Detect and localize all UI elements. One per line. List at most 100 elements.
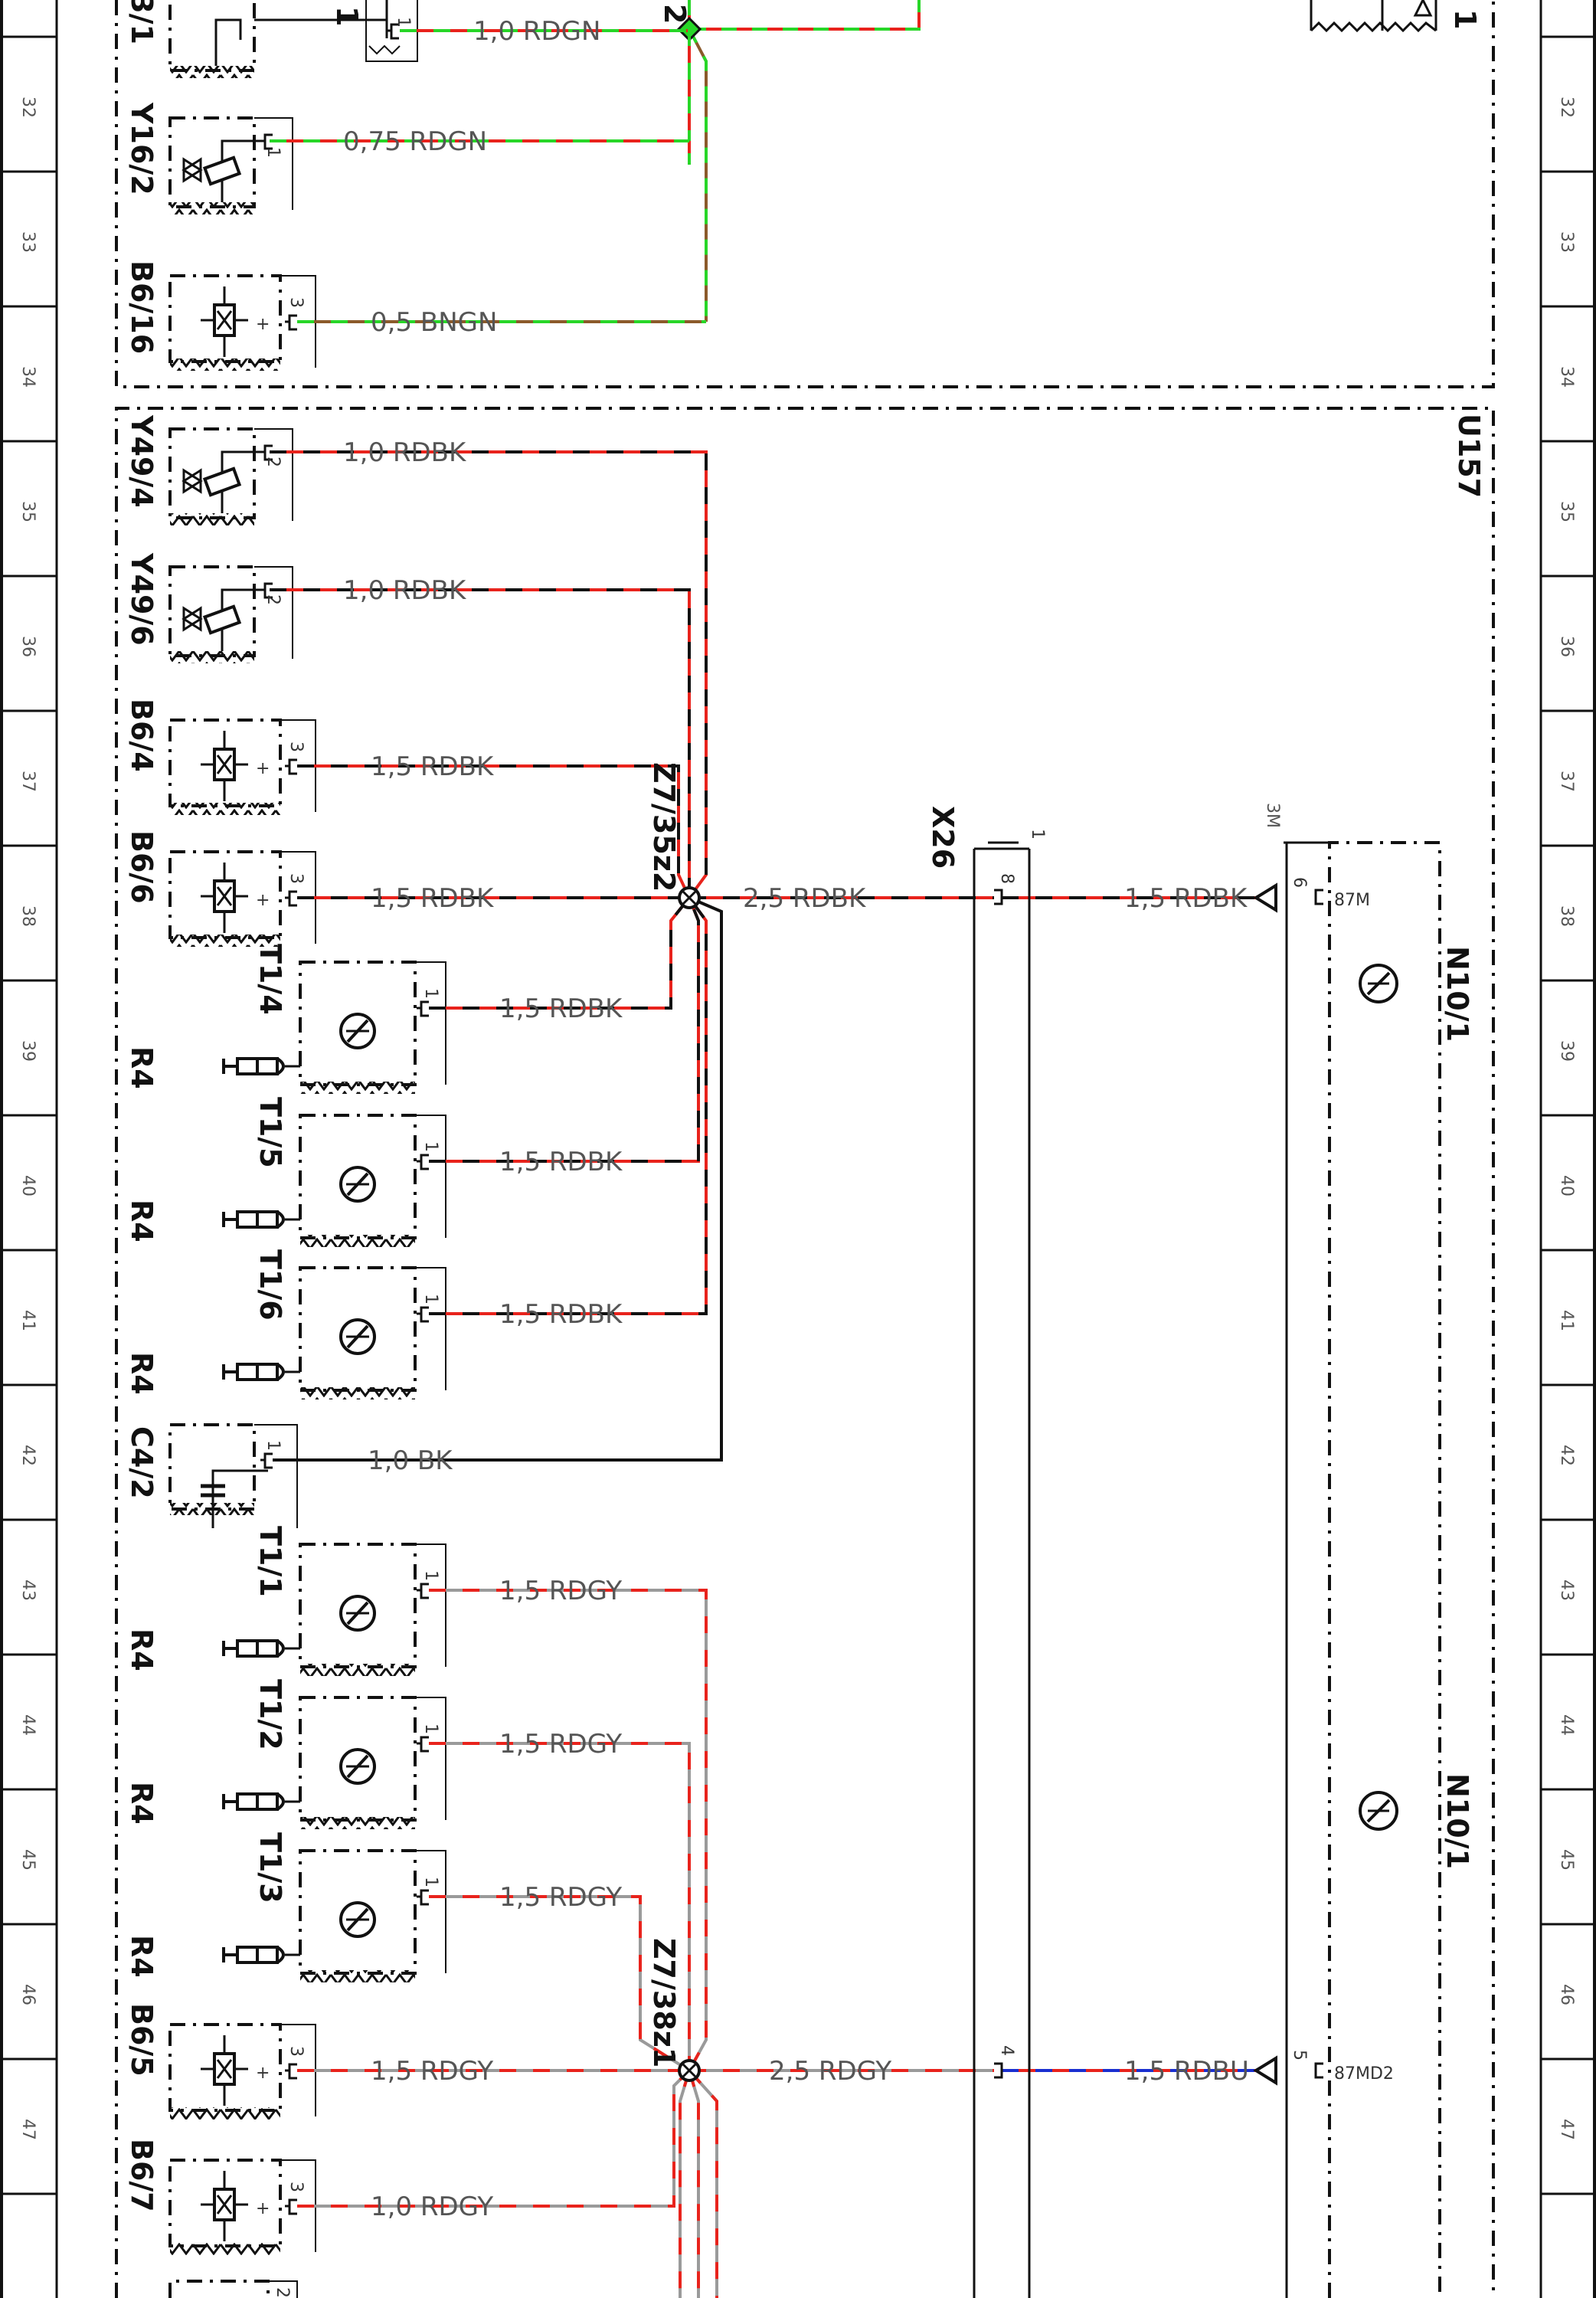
pin-number: 1: [263, 1440, 283, 1451]
transistor-icon: [339, 1318, 376, 1355]
svg-text:+: +: [256, 891, 270, 910]
wire: [297, 2069, 691, 2208]
ground-zigzag: [170, 935, 280, 947]
wire: [429, 1895, 691, 2072]
terminal-frame: [415, 1850, 446, 1973]
pin-terminal: [420, 1583, 429, 1599]
terminal-frame: [415, 1115, 446, 1238]
wire-label: 2,5 RDGY: [769, 2056, 891, 2087]
terminal-frame: [280, 2024, 316, 2116]
component-housing: [299, 961, 417, 1086]
terminal-frame: [280, 719, 316, 812]
ground-zigzag: [170, 2243, 280, 2255]
grid-row-number: 43: [18, 1579, 38, 1601]
relay-pin-a: 6: [1290, 877, 1309, 888]
terminal-frame: [254, 428, 293, 521]
relay-label-b: N10/1: [1441, 1773, 1474, 1869]
component-b6-4: + B6/4 3: [125, 699, 316, 815]
component-id: B6/5: [125, 2003, 159, 2077]
splice-label: Z7/38z1: [647, 1938, 681, 2067]
wire-label: 1,5 RDGY: [499, 1882, 622, 1913]
wire-label: 1,5 RDBK: [499, 994, 623, 1024]
terminal-frame: [254, 566, 293, 659]
grid-row-number: 39: [1557, 1040, 1576, 1062]
terminal-frame: [415, 961, 446, 1085]
grid-row-number: 42: [1557, 1445, 1576, 1466]
splice-node: Z7/35z2: [647, 762, 701, 909]
component-id: T1/4: [253, 944, 287, 1015]
grid-row-number: 39: [18, 1040, 38, 1062]
component-id: B6/4: [125, 699, 159, 772]
ground-zigzag: [300, 1082, 415, 1094]
plug-label: R4: [125, 1046, 159, 1089]
grid-strip-right: 3132333435363738394041424344454647: [1541, 35, 1594, 2195]
wire: [270, 450, 708, 899]
upper-wire-group: 2: [658, 0, 921, 322]
grid-row-number: 45: [18, 1849, 38, 1871]
grid-row-number: 41: [18, 1310, 38, 1331]
plug-label: R4: [125, 1782, 159, 1825]
wire: [273, 896, 723, 1462]
solenoid-valve-icon: [182, 450, 260, 513]
splice-label: Z7/35z2: [647, 762, 681, 892]
grid-row-number: 46: [1557, 1984, 1576, 2005]
grid-row-number: 40: [18, 1175, 38, 1196]
component-housing: [299, 1849, 417, 1975]
component-b6-16: B6/16+3: [125, 260, 316, 371]
spark-plug-icon: [222, 1210, 300, 1229]
ground-zigzag: [170, 358, 280, 371]
wire: [679, 2070, 691, 2298]
transistor-icon: [339, 1901, 376, 1938]
hall-sensor-icon: +: [201, 286, 270, 357]
component-housing: [299, 1543, 417, 1668]
wire-label: 1,5 RDGY: [499, 1729, 622, 1760]
wire-label: 1,0 RDGN: [473, 16, 600, 47]
transistor-icon: [1359, 1791, 1398, 1831]
relay-pin-b: 5: [1290, 2050, 1309, 2061]
connector-x26: X26 1 8 4: [926, 806, 1047, 2298]
plug-label: R4: [125, 1935, 159, 1978]
plug-label: R4: [125, 1200, 159, 1242]
transistor-icon: [339, 1166, 376, 1203]
wire-label: 0,75 RDGN: [343, 126, 487, 157]
component-id: Y16/2: [125, 102, 159, 195]
grid-row-number: 47: [18, 2119, 38, 2140]
grid-row-number: 32: [18, 97, 38, 118]
splice-node: Z7/38z1: [647, 1938, 701, 2082]
transistor-icon: [339, 1013, 376, 1049]
module-frames: [115, 0, 1495, 2298]
connector-pin-a: 8: [997, 873, 1016, 884]
wire: [688, 2070, 700, 2298]
grid-row-number: 45: [1557, 1849, 1576, 1871]
wire: [429, 896, 691, 1010]
grid-row-number: 35: [18, 501, 38, 522]
ground-zigzag: [300, 1235, 415, 1247]
ground-zigzag: [300, 1970, 415, 1982]
spark-plug-icon: [222, 1946, 300, 1964]
wire-label: 1,5 RDBK: [1124, 883, 1248, 914]
wire-label: 1,5 RDGY: [371, 2056, 493, 2087]
svg-text:+: +: [256, 759, 270, 778]
grid-row-number: 44: [18, 1714, 38, 1736]
pin-number: 3: [286, 741, 306, 752]
wire-label: 1,5 RDBK: [371, 883, 495, 914]
pin-terminal: [420, 1154, 429, 1170]
plug-label: R4: [125, 1629, 159, 1671]
grid-row-number: 46: [18, 1984, 38, 2005]
component-id: T1/1: [253, 1526, 287, 1597]
grid-row-number: 38: [18, 905, 38, 927]
pin-number: 1: [421, 1724, 440, 1734]
component-id: B6/16: [125, 260, 159, 354]
pin-number: 1: [421, 988, 440, 999]
svg-text:+: +: [256, 315, 270, 334]
component-id: Y49/4: [125, 414, 159, 508]
